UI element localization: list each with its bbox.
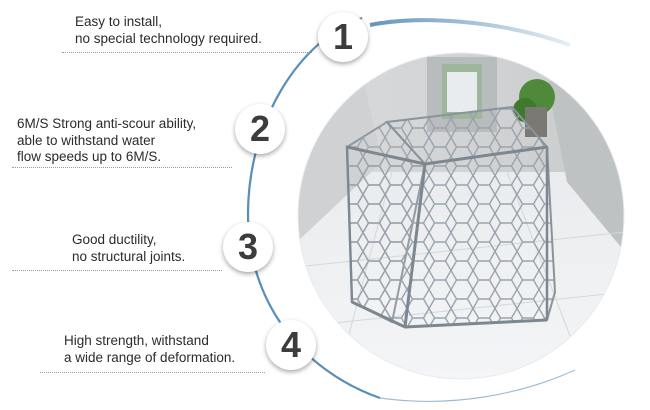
feature-3-line-1: Good ductility,: [72, 232, 157, 247]
feature-1-text: Easy to install, no special technology r…: [75, 14, 262, 47]
feature-3-line-2: no structural joints.: [72, 248, 186, 264]
feature-3-number: 3: [237, 226, 259, 267]
feature-4-badge: 4: [266, 320, 316, 370]
feature-2-line-2: able to withstand water: [17, 132, 156, 148]
feature-1-badge: 1: [318, 12, 368, 62]
bottom-arc: [379, 369, 576, 402]
feature-2-badge: 2: [235, 104, 285, 154]
feature-1-line-1: Easy to install,: [75, 14, 163, 29]
top-arc: [369, 18, 571, 47]
feature-3-divider: [12, 270, 222, 271]
feature-1-line-2: no special technology required.: [75, 30, 262, 46]
feature-4-text: High strength, withstand a wide range of…: [64, 333, 235, 366]
feature-3-text: Good ductility, no structural joints.: [72, 232, 185, 265]
product-photo: [297, 52, 625, 380]
feature-1-divider: [62, 52, 312, 53]
outer-arc: [246, 16, 381, 400]
feature-4-line-2: a wide range of deformation.: [64, 349, 236, 365]
feature-3-badge: 3: [223, 222, 273, 272]
feature-4-line-1: High strength, withstand: [64, 333, 209, 348]
feature-2-divider: [12, 167, 232, 168]
feature-4-divider: [40, 372, 265, 373]
feature-2-line-3: flow speeds up to 6M/S.: [17, 149, 162, 164]
feature-2-line-1: 6M/S Strong anti-scour ability,: [17, 116, 197, 131]
feature-2-text: 6M/S Strong anti-scour ability, able to …: [17, 116, 196, 166]
feature-1-number: 1: [332, 16, 354, 57]
feature-4-number: 4: [280, 324, 302, 365]
feature-2-number: 2: [249, 108, 271, 149]
